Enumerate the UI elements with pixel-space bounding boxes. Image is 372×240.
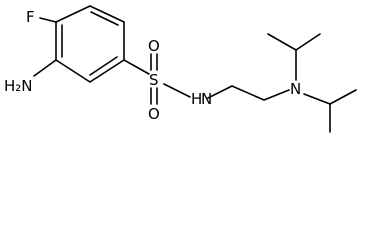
n-ch2-bond [207,85,233,99]
ring-bond [89,5,125,23]
sulfonamide-hydrogen-label: H [191,90,202,108]
c-s-bond [123,59,150,75]
c-nh2-bond [33,59,57,77]
amine-group-label: H₂N [4,77,33,95]
ch2-n-bond [263,89,290,101]
n-ch-bond [303,93,331,105]
sulfur-atom-label: S [149,71,159,89]
oxygen-atom-label-bottom: O [148,105,160,123]
ring-bond [55,59,91,83]
s-n-bond [163,83,191,98]
sulfonamide-nitrogen-label: N [201,90,212,108]
tertiary-nitrogen-label: N [290,80,301,98]
chemical-structure-diagram: F H₂N S O O N H N [4,5,357,133]
ring-double-bond [89,56,118,76]
ring-bond [89,59,125,83]
oxygen-atom-label-top: O [148,37,160,55]
fluorine-atom-label: F [26,8,35,26]
benzene-ring [55,5,125,83]
isopropyl-methyl-bond [329,89,357,105]
ring-double-bond [90,11,119,26]
c-f-bond [39,17,57,23]
ring-bond [55,5,91,23]
isopropyl-methyl-bond [295,33,321,51]
ch2-ch2-bond [231,85,265,101]
isopropyl-methyl-bond [267,33,297,51]
